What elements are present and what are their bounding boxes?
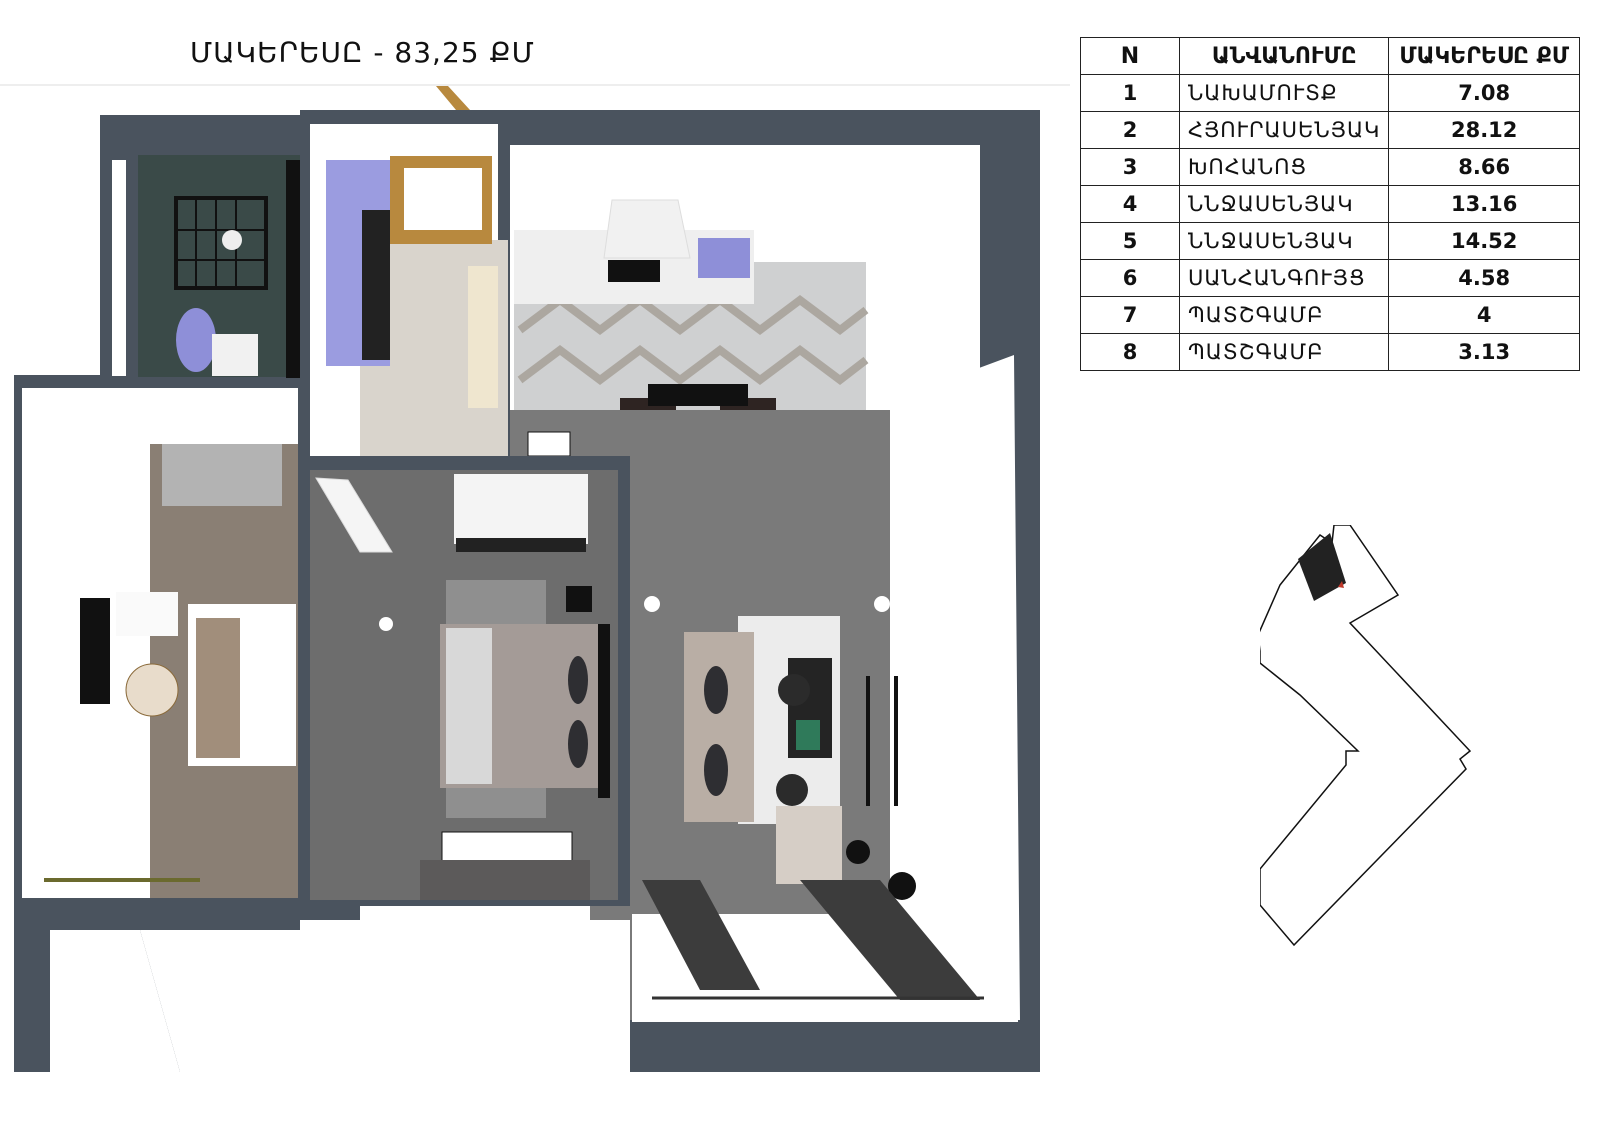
ceiling-light-2 [874,596,890,612]
row-area: 28.12 [1388,111,1580,149]
hall-mirror [404,168,482,230]
row-number: 7 [1080,296,1180,334]
pouf-1 [778,674,810,706]
ceiling-light-1 [644,596,660,612]
row-number: 4 [1080,185,1180,223]
hall-bench [468,266,498,408]
tv-cabinet [527,431,571,457]
row-number: 3 [1080,148,1180,186]
wardrobe-doors [362,210,390,360]
kitchen-sink [698,238,750,278]
row-name: ՆՆՋԱՍԵՆՅԱԿ [1178,222,1390,260]
bedroom-1-tv [80,598,110,704]
row-area: 4.58 [1388,259,1580,297]
row-number: 8 [1080,333,1180,371]
cooktop [608,260,660,282]
herringbone-pattern [517,295,869,336]
bed-pillow-2 [568,720,588,768]
bed-blanket [446,628,492,784]
row-name: ՍԱՆՀԱՆԳՈՒՅՑ [1178,259,1390,297]
herringbone-pattern-2 [517,345,869,386]
building-outline [1260,525,1472,947]
table-header-row: N ԱՆՎԱՆՈՒՄԸ ՄԱԿԵՐԵՍԸ ՔՄ [1080,37,1580,75]
chandelier [125,663,179,717]
header-divider [0,84,1070,86]
table-row: 1 ՆԱԽԱՄՈՒՏՔ 7.08 [1080,74,1580,112]
center-balcony-wall [570,920,630,1072]
entry-door-panel [436,86,470,110]
bed-pillow-1 [568,656,588,704]
shower-screen [174,196,268,290]
apartment-highlight [1298,533,1346,601]
toilet [222,230,242,250]
table-row: 3 ԽՈՀԱՆՈՑ 8.66 [1080,148,1580,186]
bedroom-2-closet [454,474,588,544]
row-area: 14.52 [1388,222,1580,260]
side-lamp [888,872,916,900]
balcony-chair-1 [642,880,760,990]
living-right-wall [866,355,1020,1020]
bedroom-1-dresser [116,592,178,636]
bathtub-basin [176,308,216,372]
bed-throw [196,618,240,758]
table-row: 2 ՀՅՈՒՐԱՍԵՆՅԱԿ 28.12 [1080,111,1580,149]
bedroom-2-sill [420,860,590,900]
nightstand [566,586,592,612]
bedroom-2-window-door [315,477,393,553]
table-row: 7 ՊԱՏՇԳԱՄԲ 4 [1080,296,1580,334]
row-number: 6 [1080,259,1180,297]
sofa-cushion-1 [704,666,728,714]
row-number: 1 [1080,74,1180,112]
row-area: 7.08 [1388,74,1580,112]
row-name: ԽՈՀԱՆՈՑ [1178,148,1390,186]
floor-lamp [846,840,870,864]
entrance-marker [1338,581,1344,588]
table-row: 8 ՊԱՏՇԳԱՄԲ 3.13 [1080,333,1580,371]
bar-counter [648,384,748,406]
building-key-plan [1260,525,1472,947]
row-number: 5 [1080,222,1180,260]
floor-plan [14,86,1040,1072]
armchair [776,806,842,884]
table-row: 5 ՆՆՋԱՍԵՆՅԱԿ 14.52 [1080,222,1580,260]
headboard [598,624,610,798]
row-area: 4 [1388,296,1580,334]
balcony-1-floor [140,930,300,1072]
balcony-chair-2 [800,880,980,1000]
row-area: 8.66 [1388,148,1580,186]
row-name: ՊԱՏՇԳԱՄԲ [1178,296,1390,334]
row-name: ՆՆՋԱՍԵՆՅԱԿ [1178,185,1390,223]
row-name: ՀՅՈՒՐԱՍԵՆՅԱԿ [1178,111,1390,149]
center-balcony-floor [360,906,590,1072]
bedroom-1-balcony-wall [50,930,180,1072]
table-row: 6 ՍԱՆՀԱՆԳՈՒՅՑ 4.58 [1080,259,1580,297]
bathroom-sink [212,334,258,376]
pouf-2 [776,774,808,806]
balcony-1-divider [300,920,360,1072]
header-area: ՄԱԿԵՐԵՍԸ ՔՄ [1388,37,1580,75]
row-area: 13.16 [1388,185,1580,223]
header-name: ԱՆՎԱՆՈՒՄԸ [1178,37,1390,75]
table-row: 4 ՆՆՋԱՍԵՆՅԱԿ 13.16 [1080,185,1580,223]
row-area: 3.13 [1388,333,1580,371]
header-number: N [1080,37,1180,75]
row-number: 2 [1080,111,1180,149]
bathroom-partition [286,160,300,378]
row-name: ՆԱԽԱՄՈՒՏՔ [1178,74,1390,112]
range-hood [603,199,691,259]
coffee-table-book [796,720,820,750]
row-name: ՊԱՏՇԳԱՄԲ [1178,333,1390,371]
bathroom-left-wall [112,160,126,376]
bedroom-2-light [379,617,393,631]
sofa-cushion-2 [704,744,728,796]
room-area-table: N ԱՆՎԱՆՈՒՄԸ ՄԱԿԵՐԵՍԸ ՔՄ 1 ՆԱԽԱՄՈՒՏՔ 7.08… [1080,37,1580,371]
plan-title: ՄԱԿԵՐԵՍԸ - 83,25 ՔՄ [190,36,535,69]
bedroom-1-closet [162,444,282,506]
bedroom-2-ac [456,538,586,552]
